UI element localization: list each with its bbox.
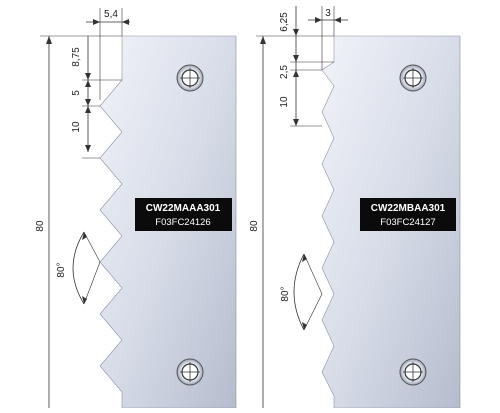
right-angle-dimension: 80° (280, 253, 323, 331)
left-part-code: CW22MAAA301 (146, 203, 221, 214)
right-top-width-value: 3 (325, 8, 331, 19)
right-height-dimension: 80 (249, 35, 334, 408)
right-top-hole-icon (399, 64, 427, 92)
left-pitch-value: 10 (71, 121, 82, 133)
left-angle-value: 80° (56, 262, 67, 277)
right-top-width-dimension: 3 (308, 6, 348, 70)
right-part-subcode: F03FC24127 (380, 217, 435, 228)
right-tooth-depth-value: 2,5 (279, 65, 290, 79)
right-part-label: CW22MBAA301 F03FC24127 (360, 198, 456, 231)
right-tooth-chain-dimension: 6,25 2,5 10 (279, 6, 334, 127)
left-part-subcode: F03FC24126 (155, 217, 210, 228)
left-first-offset-value: 8,75 (71, 47, 82, 67)
left-top-width-value: 5,4 (104, 9, 118, 20)
right-first-offset-value: 6,25 (279, 12, 290, 32)
right-angle-value: 80° (280, 286, 291, 301)
left-tooth-chain-dimension: 8,75 5 10 (71, 36, 122, 159)
left-height-dimension: 80 (35, 35, 122, 408)
right-bottom-hole-icon (399, 358, 427, 386)
left-part-label: CW22MAAA301 F03FC24126 (135, 198, 232, 231)
left-knife: CW22MAAA301 F03FC24126 80 5,4 (35, 8, 237, 409)
right-knife: CW22MBAA301 F03FC24127 80 3 (249, 6, 461, 409)
right-pitch-value: 10 (279, 96, 290, 108)
right-part-code: CW22MBAA301 (371, 203, 446, 214)
left-tooth-depth-value: 5 (71, 90, 82, 96)
left-bottom-hole-icon (176, 358, 204, 386)
left-top-width-dimension: 5,4 (86, 8, 130, 100)
right-height-value: 80 (249, 220, 260, 232)
left-height-value: 80 (35, 220, 46, 232)
left-top-hole-icon (176, 64, 204, 92)
left-angle-dimension: 80° (56, 231, 101, 305)
